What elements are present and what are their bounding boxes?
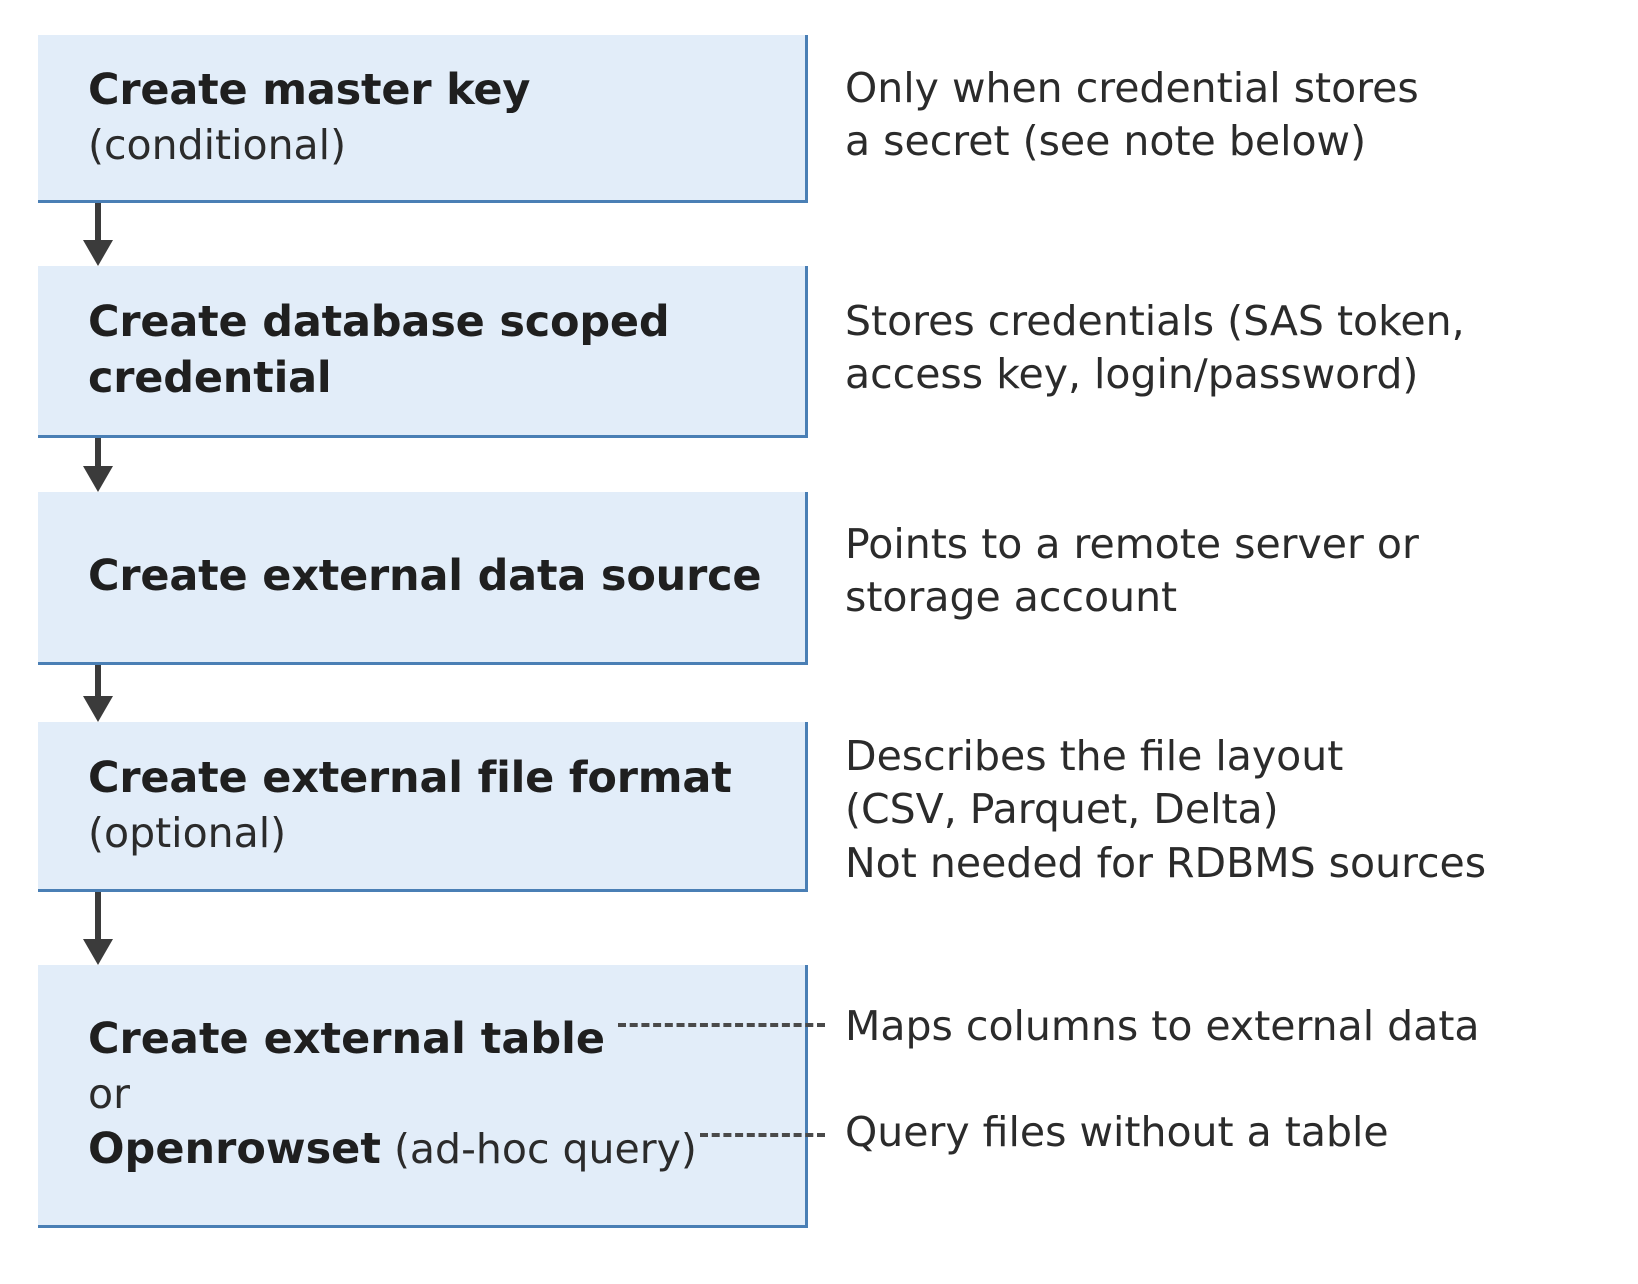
step-description-3: Points to a remote server or storage acc… xyxy=(845,520,1419,622)
step-subtitle-1: (conditional) xyxy=(88,120,347,169)
arrow-shaft xyxy=(95,438,101,466)
step-title-1: Create master key xyxy=(88,64,531,115)
step-title-5-option-b: Openrowset (ad-hoc query) xyxy=(88,1122,789,1178)
step-subtitle-4: (optional) xyxy=(88,808,287,857)
dashed-connector-openrowset xyxy=(700,1133,825,1137)
step-title-3: Create external data source xyxy=(88,551,762,602)
dashed-connector-external-table xyxy=(618,1023,825,1027)
step-description-5-option-a: Maps columns to external data xyxy=(845,1002,1480,1050)
step-description-5-option-b: Query files without a table xyxy=(845,1108,1389,1156)
step-text-5: Create external table or Openrowset (ad-… xyxy=(38,1012,805,1177)
step-box-create-external-data-source[interactable]: Create external data source xyxy=(38,492,808,665)
step-text-3: Create external data source xyxy=(38,549,805,605)
step-title-2: Create database scoped credential xyxy=(88,296,670,403)
arrow-step1-to-step2 xyxy=(83,203,113,266)
step-title-4: Create external file format xyxy=(88,752,732,803)
arrow-step3-to-step4 xyxy=(83,665,113,722)
step-description-1: Only when credential stores a secret (se… xyxy=(845,64,1419,166)
step-box-create-database-scoped-credential[interactable]: Create database scoped credential xyxy=(38,266,808,438)
arrow-shaft xyxy=(95,203,101,240)
step-title-5-option-a: Create external table xyxy=(88,1014,606,1065)
arrow-step4-to-step5 xyxy=(83,892,113,965)
arrow-head-icon xyxy=(83,240,113,266)
arrow-shaft xyxy=(95,892,101,939)
arrow-head-icon xyxy=(83,696,113,722)
step-separator-or: or xyxy=(88,1070,130,1119)
step-box-create-master-key[interactable]: Create master key (conditional) xyxy=(38,35,808,203)
arrow-head-icon xyxy=(83,939,113,965)
step-box-create-external-table-or-openrowset[interactable]: Create external table or Openrowset (ad-… xyxy=(38,965,808,1228)
arrow-step2-to-step3 xyxy=(83,438,113,492)
openrowset-label: Openrowset xyxy=(88,1123,381,1174)
step-text-2: Create database scoped credential xyxy=(38,295,805,407)
openrowset-suffix: (ad-hoc query) xyxy=(380,1124,697,1173)
arrow-head-icon xyxy=(83,466,113,492)
step-description-4: Describes the file layout (CSV, Parquet,… xyxy=(845,732,1487,887)
step-text-1: Create master key (conditional) xyxy=(38,63,805,172)
step-description-2: Stores credentials (SAS token, access ke… xyxy=(845,297,1465,399)
step-text-4: Create external file format (optional) xyxy=(38,751,805,860)
arrow-shaft xyxy=(95,665,101,696)
step-box-create-external-file-format[interactable]: Create external file format (optional) xyxy=(38,722,808,892)
